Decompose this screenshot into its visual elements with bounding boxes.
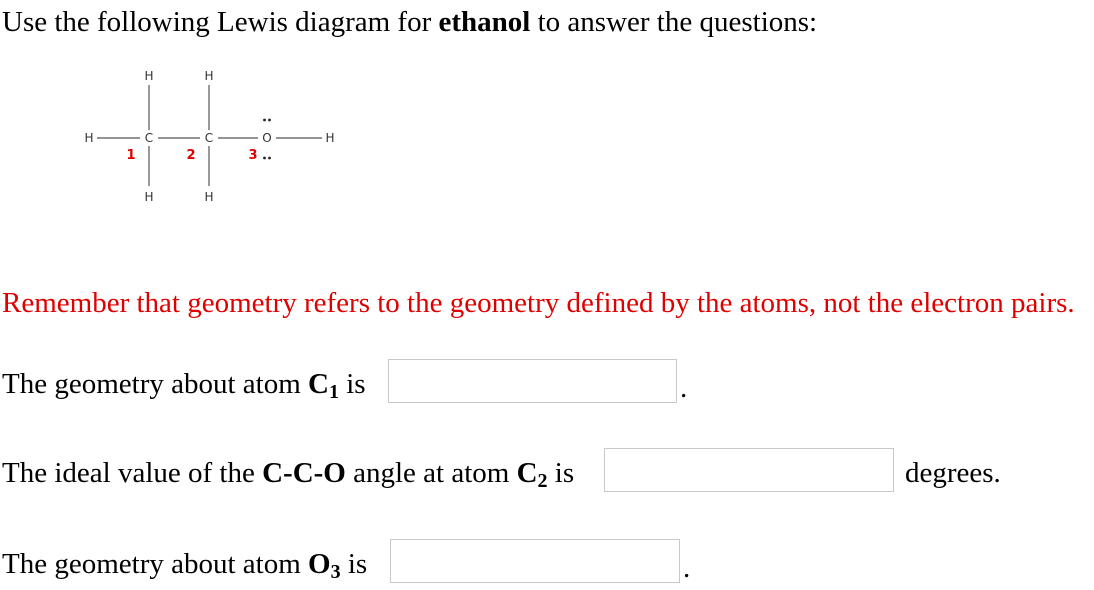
question-2-middle: angle at atom — [345, 457, 517, 489]
answer-field-1[interactable] — [388, 359, 677, 403]
question-3-suffix: is — [340, 548, 368, 580]
question-2-atom: C2 — [516, 457, 548, 492]
atom-number-3: 3 — [248, 148, 257, 163]
question-2-angle: C-C-O — [262, 457, 346, 489]
question-3-prefix: The geometry about atom — [2, 548, 309, 580]
question-3: The geometry about atom O3 is — [2, 544, 367, 584]
question-1-suffix: is — [338, 368, 366, 400]
atom-number-1: 1 — [126, 148, 135, 163]
question-2: The ideal value of the C-C-O angle at at… — [2, 453, 574, 493]
question-1-index: 1 — [328, 381, 339, 403]
question-3-period: . — [683, 552, 691, 584]
answer-field-2[interactable] — [604, 448, 894, 492]
lone-pair-dot — [268, 118, 271, 122]
atom-o: O — [262, 131, 271, 145]
atom-h-left: H — [84, 131, 93, 145]
intro-after: to answer the questions: — [530, 6, 818, 38]
intro-text: Use the following Lewis diagram for etha… — [2, 2, 817, 42]
molecule-name: ethanol — [438, 6, 531, 38]
question-2-index: 2 — [537, 470, 548, 492]
question-3-atom: O3 — [308, 548, 341, 583]
question-3-index: 3 — [330, 561, 341, 583]
question-1-prefix: The geometry about atom — [2, 368, 309, 400]
lone-pair-dot — [268, 156, 271, 160]
atom-h-right: H — [325, 131, 334, 145]
atom-h-top-2: H — [204, 69, 213, 83]
atom-c2: C — [205, 131, 213, 145]
question-1: The geometry about atom C1 is — [2, 364, 366, 404]
atom-h-bottom-1: H — [144, 190, 153, 204]
lewis-diagram: H H H C C O H H H 1 2 3 — [84, 69, 334, 204]
question-1-period: . — [680, 372, 688, 404]
answer-field-3[interactable] — [390, 539, 680, 583]
question-2-suffix: is — [547, 457, 575, 489]
atom-number-2: 2 — [186, 148, 195, 163]
lone-pair-dot — [263, 118, 266, 122]
question-1-atom: C1 — [308, 368, 339, 403]
atom-h-top-1: H — [144, 69, 153, 83]
intro-before: Use the following Lewis diagram for — [2, 6, 439, 38]
reminder-text: Remember that geometry refers to the geo… — [2, 287, 1075, 319]
atom-c1: C — [145, 131, 153, 145]
atom-h-bottom-2: H — [204, 190, 213, 204]
lone-pair-dot — [263, 156, 266, 160]
degrees-unit: degrees. — [905, 457, 1001, 489]
question-2-prefix: The ideal value of the — [2, 457, 263, 489]
